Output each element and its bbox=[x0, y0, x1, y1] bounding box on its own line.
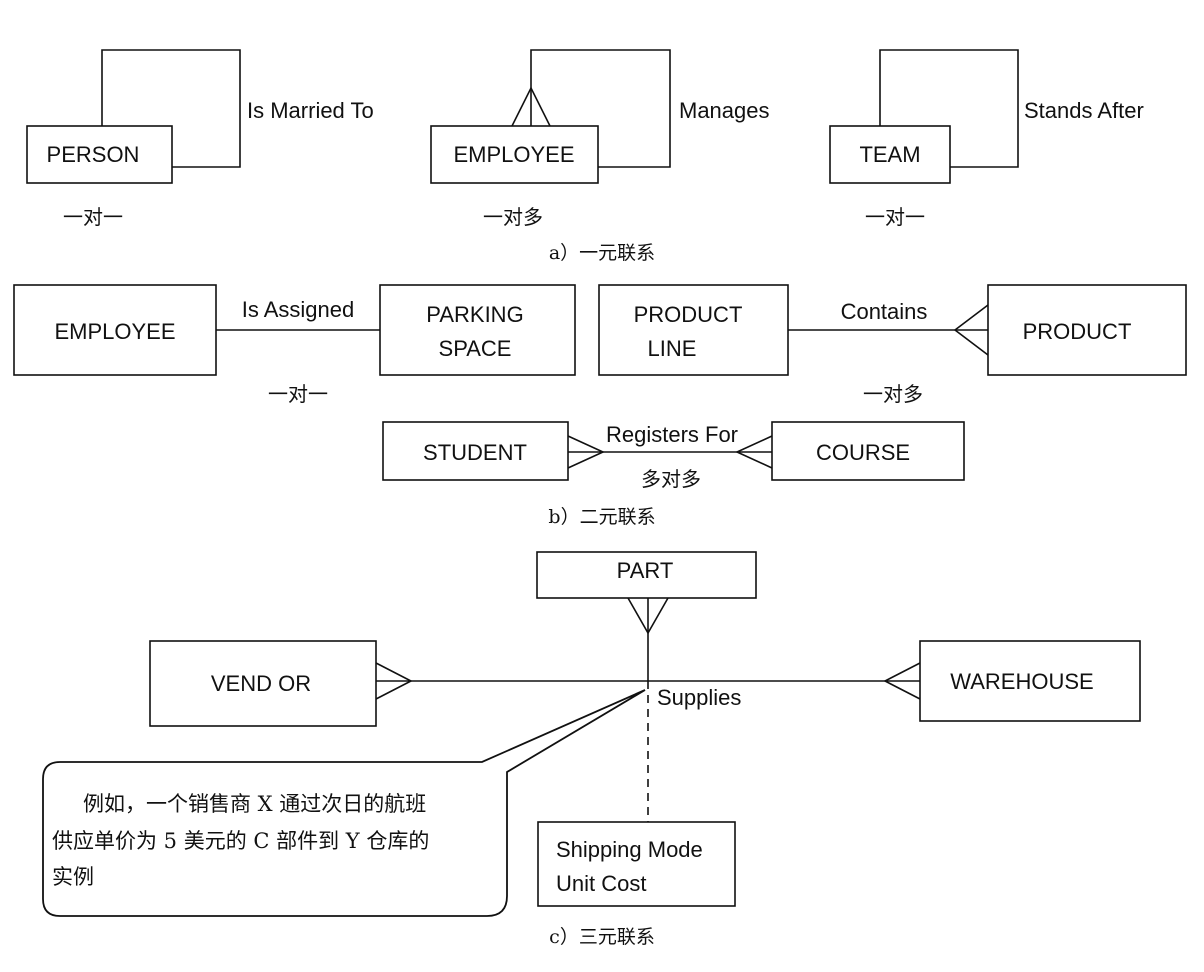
course-crowsfoot bbox=[735, 435, 773, 469]
team-entity-label: TEAM bbox=[859, 142, 920, 167]
callout-text-line2: 供应单价为 5 美元的 C 部件到 Y 仓库的 bbox=[52, 829, 429, 853]
attribute-entity-box bbox=[537, 821, 736, 907]
parking-entity-label-line1: PARKING bbox=[426, 302, 523, 327]
team-cardinality: 一对一 bbox=[865, 205, 925, 229]
employee-crowsfoot bbox=[511, 86, 551, 127]
warehouse-crowsfoot bbox=[883, 662, 921, 700]
part-entity-label: PART bbox=[617, 558, 674, 583]
student-entity-label: STUDENT bbox=[423, 440, 527, 465]
vendor-entity-label: VEND OR bbox=[211, 671, 311, 696]
employee-b-entity-label: EMPLOYEE bbox=[54, 319, 175, 344]
team-self-loop bbox=[879, 49, 1019, 168]
vendor-crowsfoot bbox=[375, 662, 413, 700]
vendor-entity-box bbox=[149, 640, 377, 727]
assigned-cardinality: 一对一 bbox=[268, 382, 328, 406]
course-entity-label: COURSE bbox=[816, 440, 910, 465]
callout-text-line3: 实例 bbox=[52, 865, 94, 889]
team-entity-box bbox=[829, 125, 951, 184]
binary-assigned-group: EMPLOYEE PARKING SPACE Is Assigned 一对一 bbox=[13, 284, 576, 406]
person-relationship-label: Is Married To bbox=[247, 98, 374, 123]
attribute-label-line1: Shipping Mode bbox=[556, 837, 703, 862]
caption-c: c）三元联系 bbox=[549, 926, 655, 948]
attribute-label-line2: Unit Cost bbox=[556, 871, 646, 896]
student-entity-box bbox=[382, 421, 569, 481]
unary-team-group: TEAM Stands After 一对一 bbox=[829, 49, 1144, 229]
warehouse-entity-label: WAREHOUSE bbox=[950, 669, 1093, 694]
person-cardinality: 一对一 bbox=[63, 205, 123, 229]
employee-entity-box bbox=[430, 125, 599, 184]
callout-text-line1: 例如，一个销售商 X 通过次日的航班 bbox=[83, 792, 426, 816]
product-line-entity-box bbox=[598, 284, 789, 376]
person-self-loop bbox=[101, 49, 241, 168]
registers-cardinality: 多对多 bbox=[641, 467, 701, 491]
contains-relationship-label: Contains bbox=[841, 299, 928, 324]
registers-relationship-label: Registers For bbox=[606, 422, 738, 447]
course-entity-box bbox=[771, 421, 965, 481]
employee-self-loop bbox=[530, 49, 671, 168]
part-crowsfoot bbox=[627, 597, 669, 635]
parking-space-entity-box bbox=[379, 284, 576, 376]
employee-entity-label: EMPLOYEE bbox=[453, 142, 574, 167]
parking-entity-label-line2: SPACE bbox=[439, 336, 512, 361]
person-entity-box bbox=[26, 125, 173, 184]
team-relationship-label: Stands After bbox=[1024, 98, 1144, 123]
supplies-relationship-label: Supplies bbox=[657, 685, 741, 710]
unary-person-group: PERSON Is Married To 一对一 bbox=[26, 49, 374, 229]
binary-registers-group: STUDENT COURSE Registers For 多对多 bbox=[382, 421, 965, 491]
product-line-label-line1: PRODUCT bbox=[634, 302, 743, 327]
caption-a: a）一元联系 bbox=[549, 242, 655, 264]
product-crowsfoot bbox=[953, 304, 989, 356]
student-crowsfoot bbox=[567, 435, 605, 469]
employee-cardinality: 一对多 bbox=[483, 205, 543, 229]
caption-b: b）二元联系 bbox=[548, 506, 655, 528]
contains-cardinality: 一对多 bbox=[863, 382, 923, 406]
product-entity-label: PRODUCT bbox=[1023, 319, 1132, 344]
ternary-group: PART VEND OR WAREHOUSE Supplies Shipping… bbox=[42, 551, 1141, 917]
callout-bubble bbox=[42, 689, 646, 917]
product-line-label-line2: LINE bbox=[648, 336, 697, 361]
unary-employee-group: EMPLOYEE Manages 一对多 bbox=[430, 49, 770, 229]
part-entity-box bbox=[536, 551, 757, 599]
assigned-relationship-label: Is Assigned bbox=[242, 297, 355, 322]
person-entity-label: PERSON bbox=[47, 142, 140, 167]
binary-contains-group: PRODUCT LINE PRODUCT Contains 一对多 bbox=[598, 284, 1187, 406]
employee-relationship-label: Manages bbox=[679, 98, 770, 123]
